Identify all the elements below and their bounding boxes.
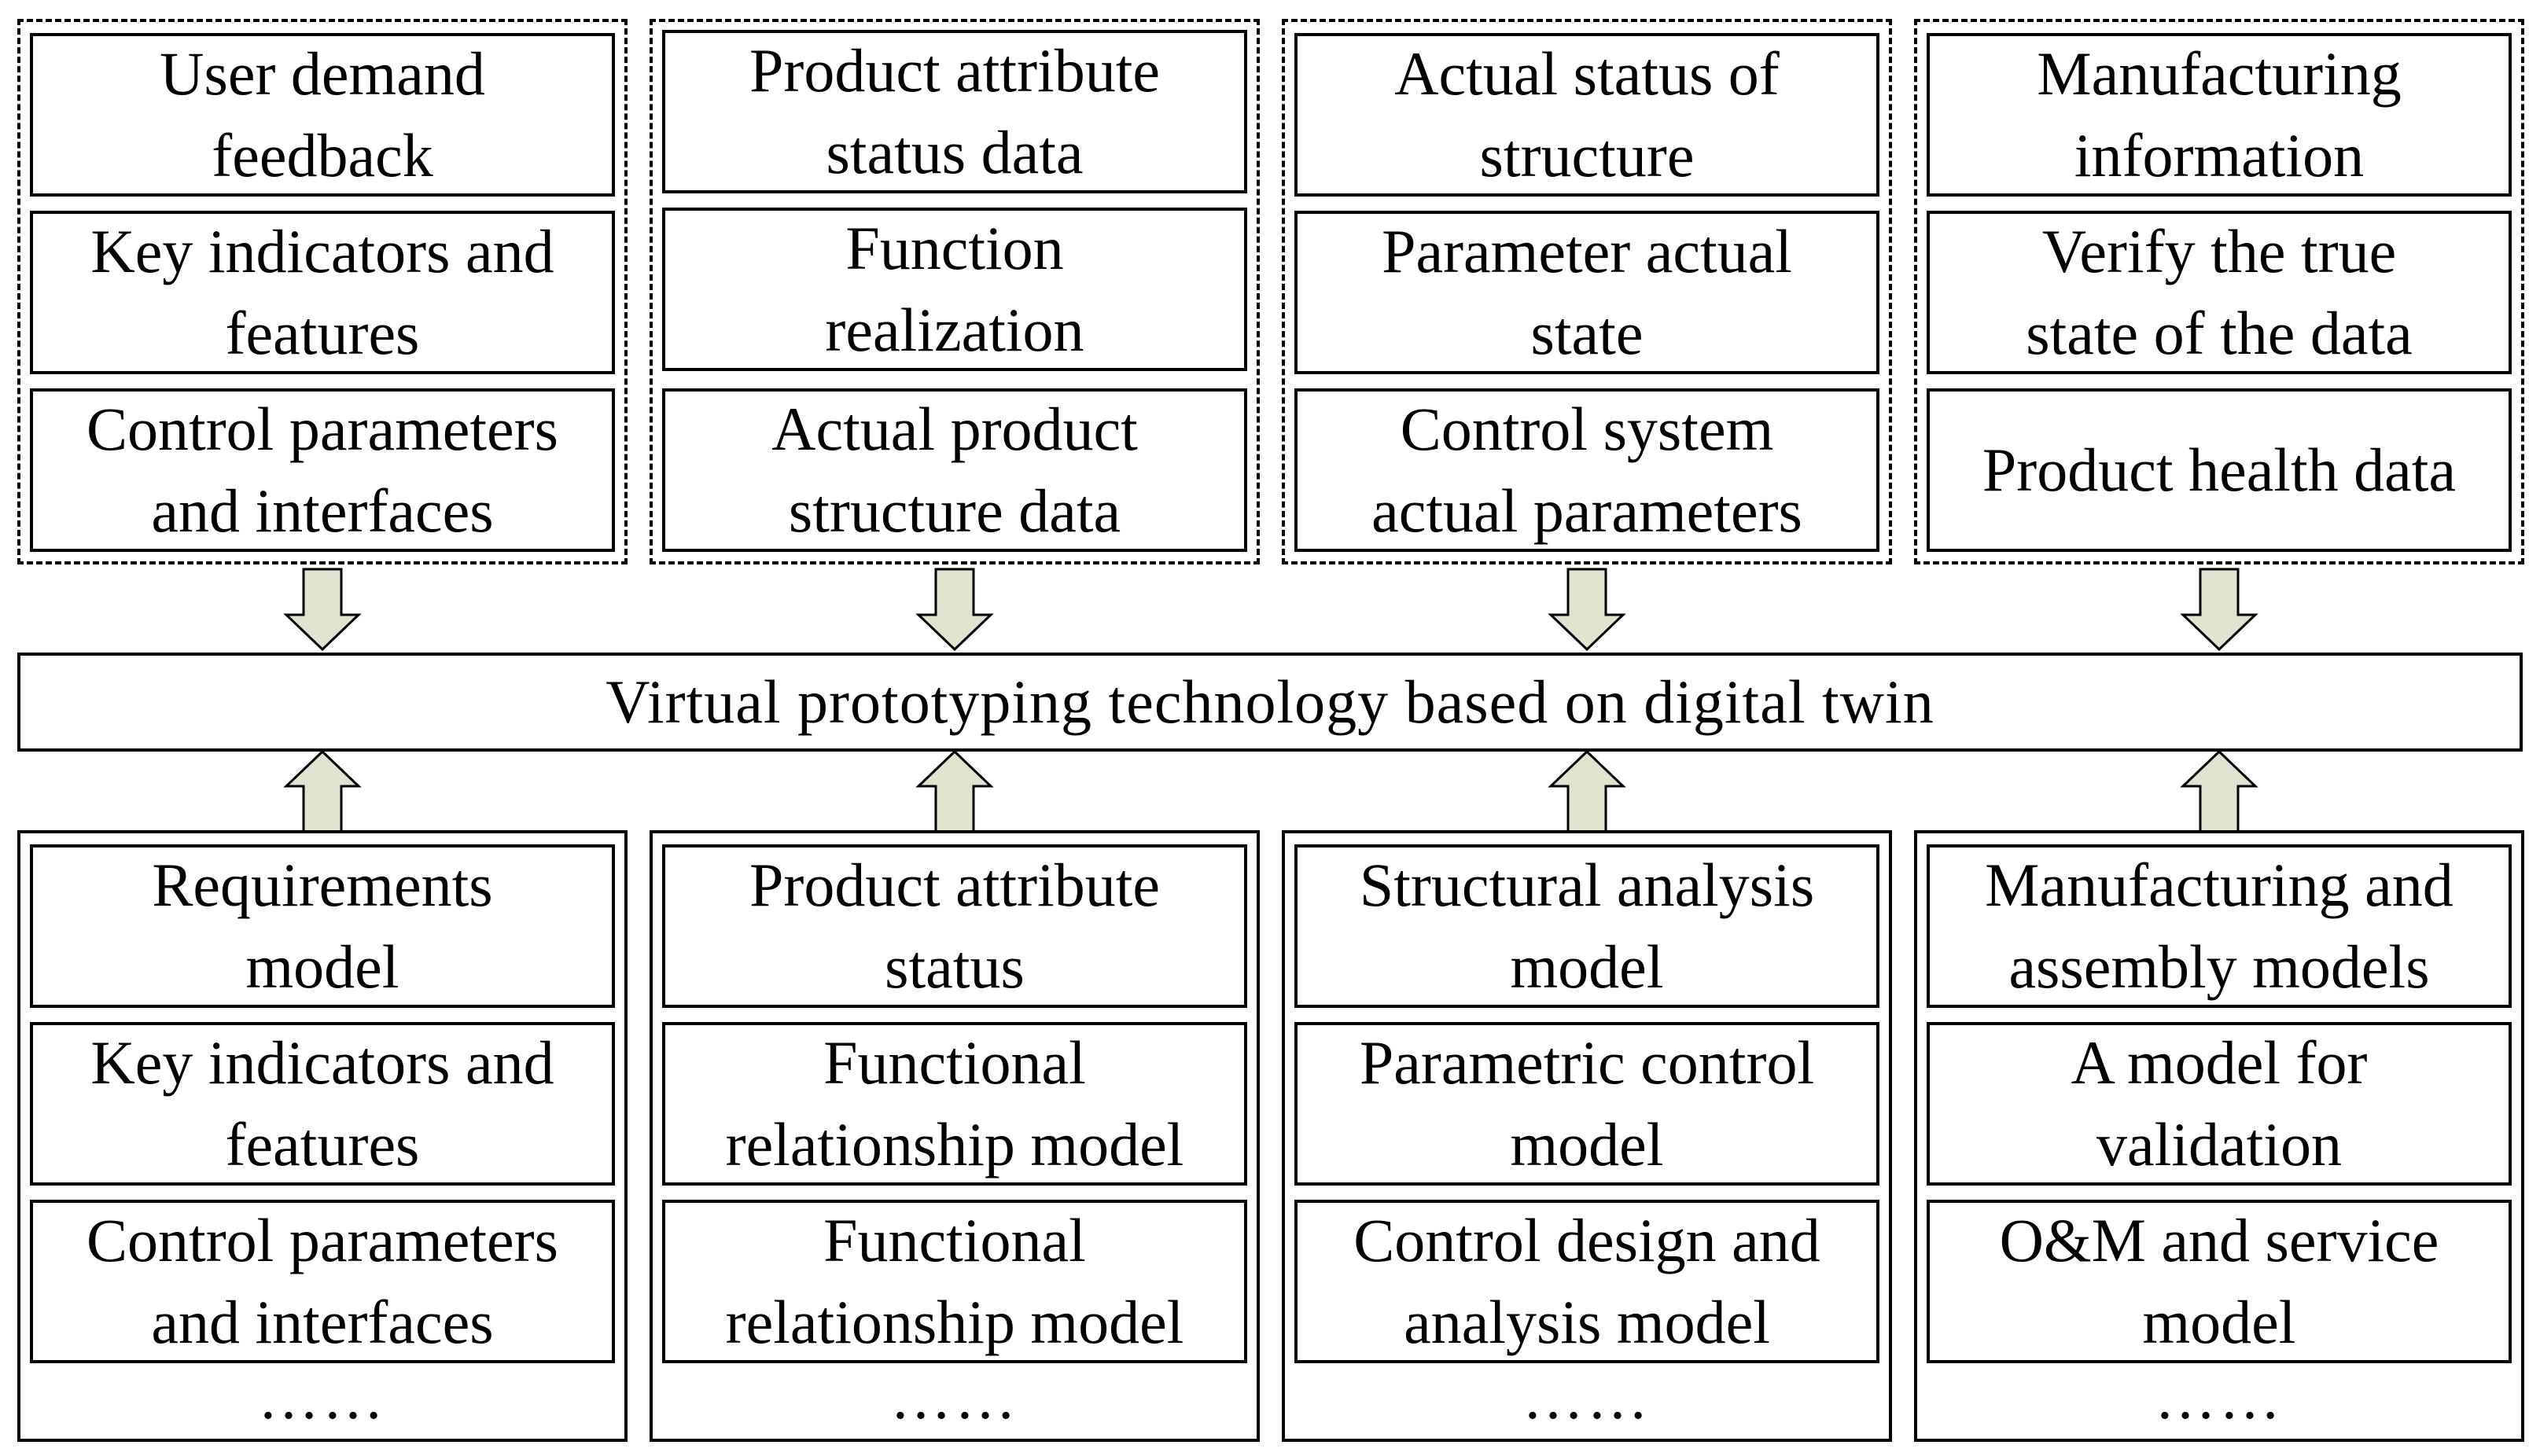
top-cell: Manufacturing information [1927,33,2512,197]
bottom-group-product [650,830,1260,1442]
bottom-cell: Key indicators and features [30,1022,615,1186]
top-cell: Parameter actual state [1294,211,1879,374]
top-cell: Function realization [662,208,1247,371]
up-arrow-icon [2180,749,2258,833]
up-arrow-icon [915,749,994,833]
bottom-group-requirements [17,830,628,1442]
bottom-cell: Requirements model [30,844,615,1008]
top-cell: Product health data [1927,388,2512,552]
bottom-cell: O&M and service model [1927,1200,2512,1363]
top-group-manufacturing [1914,19,2524,564]
bottom-cell: Functional relationship model [662,1200,1247,1363]
top-group-user [17,19,628,564]
ellipsis: …… [258,1363,387,1432]
bottom-cell: A model for validation [1927,1022,2512,1186]
top-cell: Actual status of structure [1294,33,1879,197]
ellipsis: …… [1522,1363,1651,1432]
down-arrow-icon [915,568,994,652]
top-cell: Control parameters and interfaces [30,388,615,552]
top-cell: Key indicators and features [30,211,615,374]
center-label: Virtual prototyping technology based on … [17,653,2523,752]
bottom-cell: Parametric control model [1294,1022,1879,1186]
bottom-cell: Manufacturing and assembly models [1927,844,2512,1008]
up-arrow-icon [283,749,362,833]
top-cell: Product attribute status data [662,30,1247,193]
bottom-cell: Product attribute status [662,844,1247,1008]
bottom-cell: Structural analysis model [1294,844,1879,1008]
bottom-cell: Functional relationship model [662,1022,1247,1186]
bottom-group-structure [1282,830,1892,1442]
bottom-cell: Control design and analysis model [1294,1200,1879,1363]
down-arrow-icon [2180,568,2258,652]
top-group-structure [1282,19,1892,564]
top-cell: Control system actual parameters [1294,388,1879,552]
bottom-cell: Control parameters and interfaces [30,1200,615,1363]
ellipsis: …… [2155,1363,2284,1432]
ellipsis: …… [890,1363,1019,1432]
top-group-product [650,19,1260,564]
top-cell: Actual product structure data [662,388,1247,552]
down-arrow-icon [283,568,362,652]
bottom-group-manufacturing [1914,830,2524,1442]
up-arrow-icon [1548,749,1626,833]
top-cell: User demand feedback [30,33,615,197]
top-cell: Verify the true state of the data [1927,211,2512,374]
down-arrow-icon [1548,568,1626,652]
